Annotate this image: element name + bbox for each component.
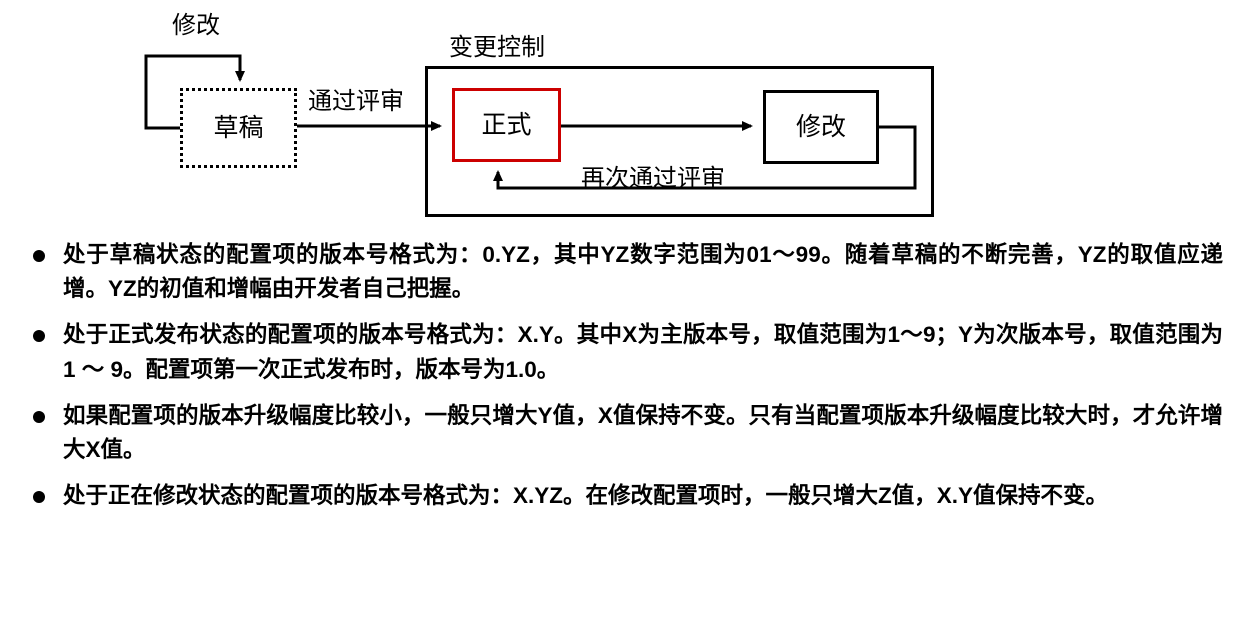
list-item-text: 如果配置项的版本升级幅度比较小，一般只增大Y值，X值保持不变。只有当配置项版本升… — [63, 402, 1223, 462]
node-formal[interactable]: 正式 — [452, 88, 561, 162]
list-item: 处于正在修改状态的配置项的版本号格式为：X.YZ。在修改配置项时，一般只增大Z值… — [0, 479, 1245, 513]
bullet-dot-icon — [33, 250, 45, 262]
edge-label-repass-review: 再次通过评审 — [581, 165, 725, 192]
edge-draft-self-modify — [144, 54, 245, 130]
list-item: 如果配置项的版本升级幅度比较小，一般只增大Y值，X值保持不变。只有当配置项版本升… — [0, 399, 1245, 467]
node-formal-label: 正式 — [481, 110, 532, 139]
list-item-text: 处于正式发布状态的配置项的版本号格式为：X.Y。其中X为主版本号，取值范围为1～… — [63, 322, 1223, 382]
node-draft-label: 草稿 — [213, 113, 264, 142]
node-modify-label: 修改 — [795, 112, 846, 141]
node-modify[interactable]: 修改 — [763, 90, 879, 164]
bullet-dot-icon — [33, 410, 45, 423]
diagram-connectors — [144, 54, 917, 190]
list-item: 处于草稿状态的配置项的版本号格式为：0.YZ，其中YZ数字范围为01～99。随着… — [0, 238, 1245, 306]
state-transition-diagram: 草稿 正式 修改 修改 通过评审 再次通过评审 变更控制 — [0, 0, 1245, 235]
change-control-group-box — [425, 66, 934, 217]
list-item: 处于正式发布状态的配置项的版本号格式为：X.Y。其中X为主版本号，取值范围为1～… — [0, 318, 1245, 386]
list-item-text: 处于正在修改状态的配置项的版本号格式为：X.YZ。在修改配置项时，一般只增大Z值… — [63, 483, 1109, 509]
bullet-dot-icon — [33, 330, 45, 343]
group-label-change-control: 变更控制 — [449, 34, 545, 61]
bullet-dot-icon — [33, 491, 45, 504]
edge-label-pass-review: 通过评审 — [308, 88, 404, 115]
node-draft[interactable]: 草稿 — [180, 88, 297, 168]
edge-label-self-modify: 修改 — [172, 12, 220, 39]
version-numbering-rules-list: 处于草稿状态的配置项的版本号格式为：0.YZ，其中YZ数字范围为01～99。随着… — [0, 238, 1245, 525]
list-item-text: 处于草稿状态的配置项的版本号格式为：0.YZ，其中YZ数字范围为01～99。随着… — [63, 242, 1223, 302]
edge-modify-to-formal — [493, 125, 917, 190]
